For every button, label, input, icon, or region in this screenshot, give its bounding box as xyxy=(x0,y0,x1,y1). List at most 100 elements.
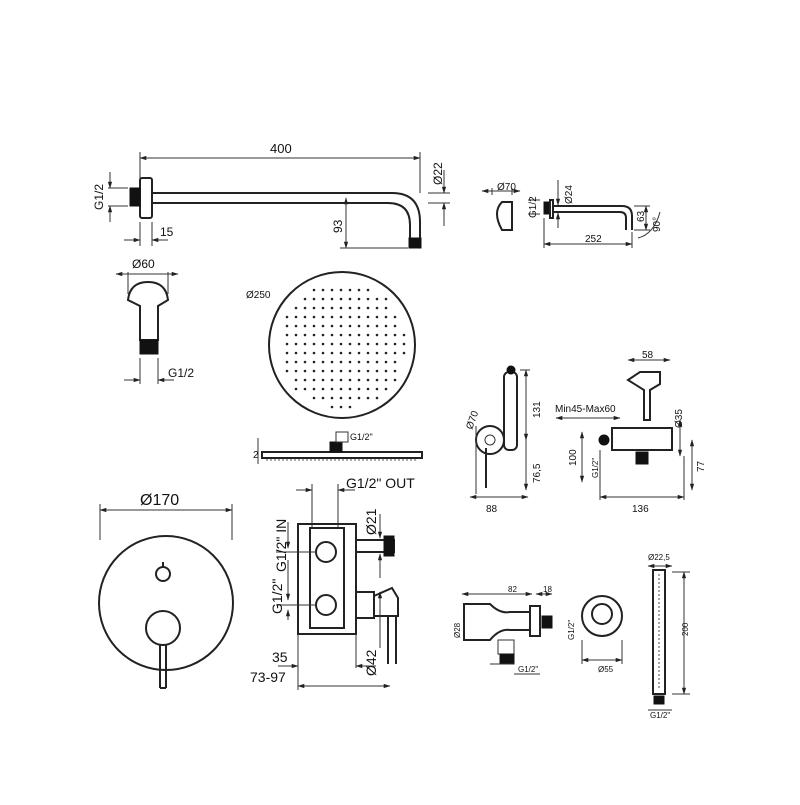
mixer-handle-side xyxy=(373,586,399,617)
nozzle-dot xyxy=(303,387,307,391)
nozzle-dot xyxy=(294,387,298,391)
shower-head-connector xyxy=(329,441,343,453)
nozzle-dot xyxy=(348,396,352,400)
nozzle-dot xyxy=(348,405,352,409)
nozzle-dot xyxy=(384,342,388,346)
nozzle-dot xyxy=(330,333,334,337)
nozzle-dot xyxy=(348,342,352,346)
nozzle-dot xyxy=(294,360,298,364)
nozzle-dot xyxy=(339,396,343,400)
holder-dia-label: Ø55 xyxy=(598,665,614,674)
shower-head-thickness-label: 2 xyxy=(253,450,259,461)
nozzle-dot xyxy=(303,324,307,328)
mixer-in-label: G1/2" IN xyxy=(273,519,289,572)
spout-length-label: 252 xyxy=(585,234,602,245)
nozzle-dot xyxy=(366,288,370,292)
mixer-body-drawing: G1/2" OUT Ø21 Ø42 G1/2" IN G1/2" 35 73-9… xyxy=(250,475,415,690)
nozzle-dot xyxy=(366,333,370,337)
nozzle-dot xyxy=(339,369,343,373)
nozzle-dot xyxy=(285,351,289,355)
mixer-depth-min-label: 35 xyxy=(272,649,288,665)
bidet-front-lower-label: 76,5 xyxy=(532,463,543,483)
nozzle-dot xyxy=(303,297,307,301)
nozzle-dot xyxy=(348,369,352,373)
nozzle-dot xyxy=(348,378,352,382)
nozzle-dot xyxy=(330,351,334,355)
nozzle-dot xyxy=(366,297,370,301)
nozzle-dot xyxy=(321,324,325,328)
nozzle-dot xyxy=(384,306,388,310)
nozzle-dot xyxy=(375,333,379,337)
nozzle-dot xyxy=(312,333,316,337)
spout-pipe-top xyxy=(553,205,633,230)
nozzle-dot xyxy=(366,387,370,391)
bidet-front-width-label: 88 xyxy=(486,504,498,515)
arm-drop-label: 93 xyxy=(331,219,345,233)
nozzle-dot xyxy=(285,315,289,319)
nozzle-dot xyxy=(375,351,379,355)
nozzle-dot xyxy=(348,288,352,292)
nozzle-dot xyxy=(357,288,361,292)
bidet-valve-rosette xyxy=(475,425,505,455)
nozzle-dot xyxy=(384,378,388,382)
nozzle-dot xyxy=(321,333,325,337)
hose-outlet-drawing: 82 18 Ø28 G1/2" G1/2" xyxy=(453,585,576,675)
nozzle-dot xyxy=(321,351,325,355)
nozzle-dot xyxy=(285,369,289,373)
nozzle-dot xyxy=(321,378,325,382)
nozzle-dot xyxy=(357,360,361,364)
mixer-handle-rosette xyxy=(145,610,181,646)
nozzle-dot xyxy=(285,342,289,346)
mixer-hole-small-label: Ø21 xyxy=(363,508,379,535)
nozzle-dot xyxy=(393,378,397,382)
shower-head-drawing: Ø250 G1/2" 2 xyxy=(246,271,423,464)
nozzle-dot xyxy=(285,333,289,337)
hose-outlet-body xyxy=(463,603,531,641)
nozzle-dot xyxy=(294,369,298,373)
nozzle-dot xyxy=(339,342,343,346)
nozzle-dot xyxy=(339,306,343,310)
nozzle-dot xyxy=(330,324,334,328)
elbow-thread xyxy=(139,339,159,355)
nozzle-dot xyxy=(321,387,325,391)
bidet-side-height-label: 100 xyxy=(568,449,579,466)
hand-shower-length-label: 200 xyxy=(681,622,690,636)
nozzle-dot xyxy=(384,369,388,373)
elbow-dia-label: Ø60 xyxy=(132,257,155,271)
nozzle-dot xyxy=(375,378,379,382)
nozzle-dot xyxy=(366,396,370,400)
bidet-side-lower-label: 77 xyxy=(696,460,707,472)
diverter-knob xyxy=(155,566,171,582)
arm-thread-stub xyxy=(129,187,141,207)
nozzle-dot xyxy=(384,351,388,355)
hose-outlet-length-label: 82 xyxy=(508,585,517,594)
nozzle-dot xyxy=(375,342,379,346)
hand-shower-body xyxy=(652,569,666,695)
nozzle-dot xyxy=(312,378,316,382)
bidet-side-depth-label: 136 xyxy=(632,504,649,515)
nozzle-dot xyxy=(357,315,361,319)
spout-dia-label: Ø24 xyxy=(564,185,575,204)
nozzle-dot xyxy=(339,315,343,319)
nozzle-dot xyxy=(321,342,325,346)
arm-pipe-top xyxy=(152,192,421,238)
nozzle-dot xyxy=(375,324,379,328)
shower-head-connection-label: G1/2" xyxy=(350,432,373,442)
nozzle-dot xyxy=(384,333,388,337)
nozzle-dot xyxy=(330,369,334,373)
hose-outlet-dia-label: Ø28 xyxy=(453,622,462,638)
nozzle-dot xyxy=(348,324,352,328)
nozzle-dot xyxy=(294,306,298,310)
hose-outlet-flange-label: 18 xyxy=(543,585,552,594)
shower-nozzles xyxy=(285,288,406,409)
bidet-handset xyxy=(503,371,518,451)
holder-outer xyxy=(581,595,623,637)
spout-pipe-bottom xyxy=(553,211,627,230)
nozzle-dot xyxy=(339,351,343,355)
nozzle-dot xyxy=(303,342,307,346)
bidet-front-dia-label: Ø70 xyxy=(464,409,481,431)
nozzle-dot xyxy=(339,405,343,409)
nozzle-dot xyxy=(384,360,388,364)
elbow-thread-label: G1/2 xyxy=(168,366,194,380)
